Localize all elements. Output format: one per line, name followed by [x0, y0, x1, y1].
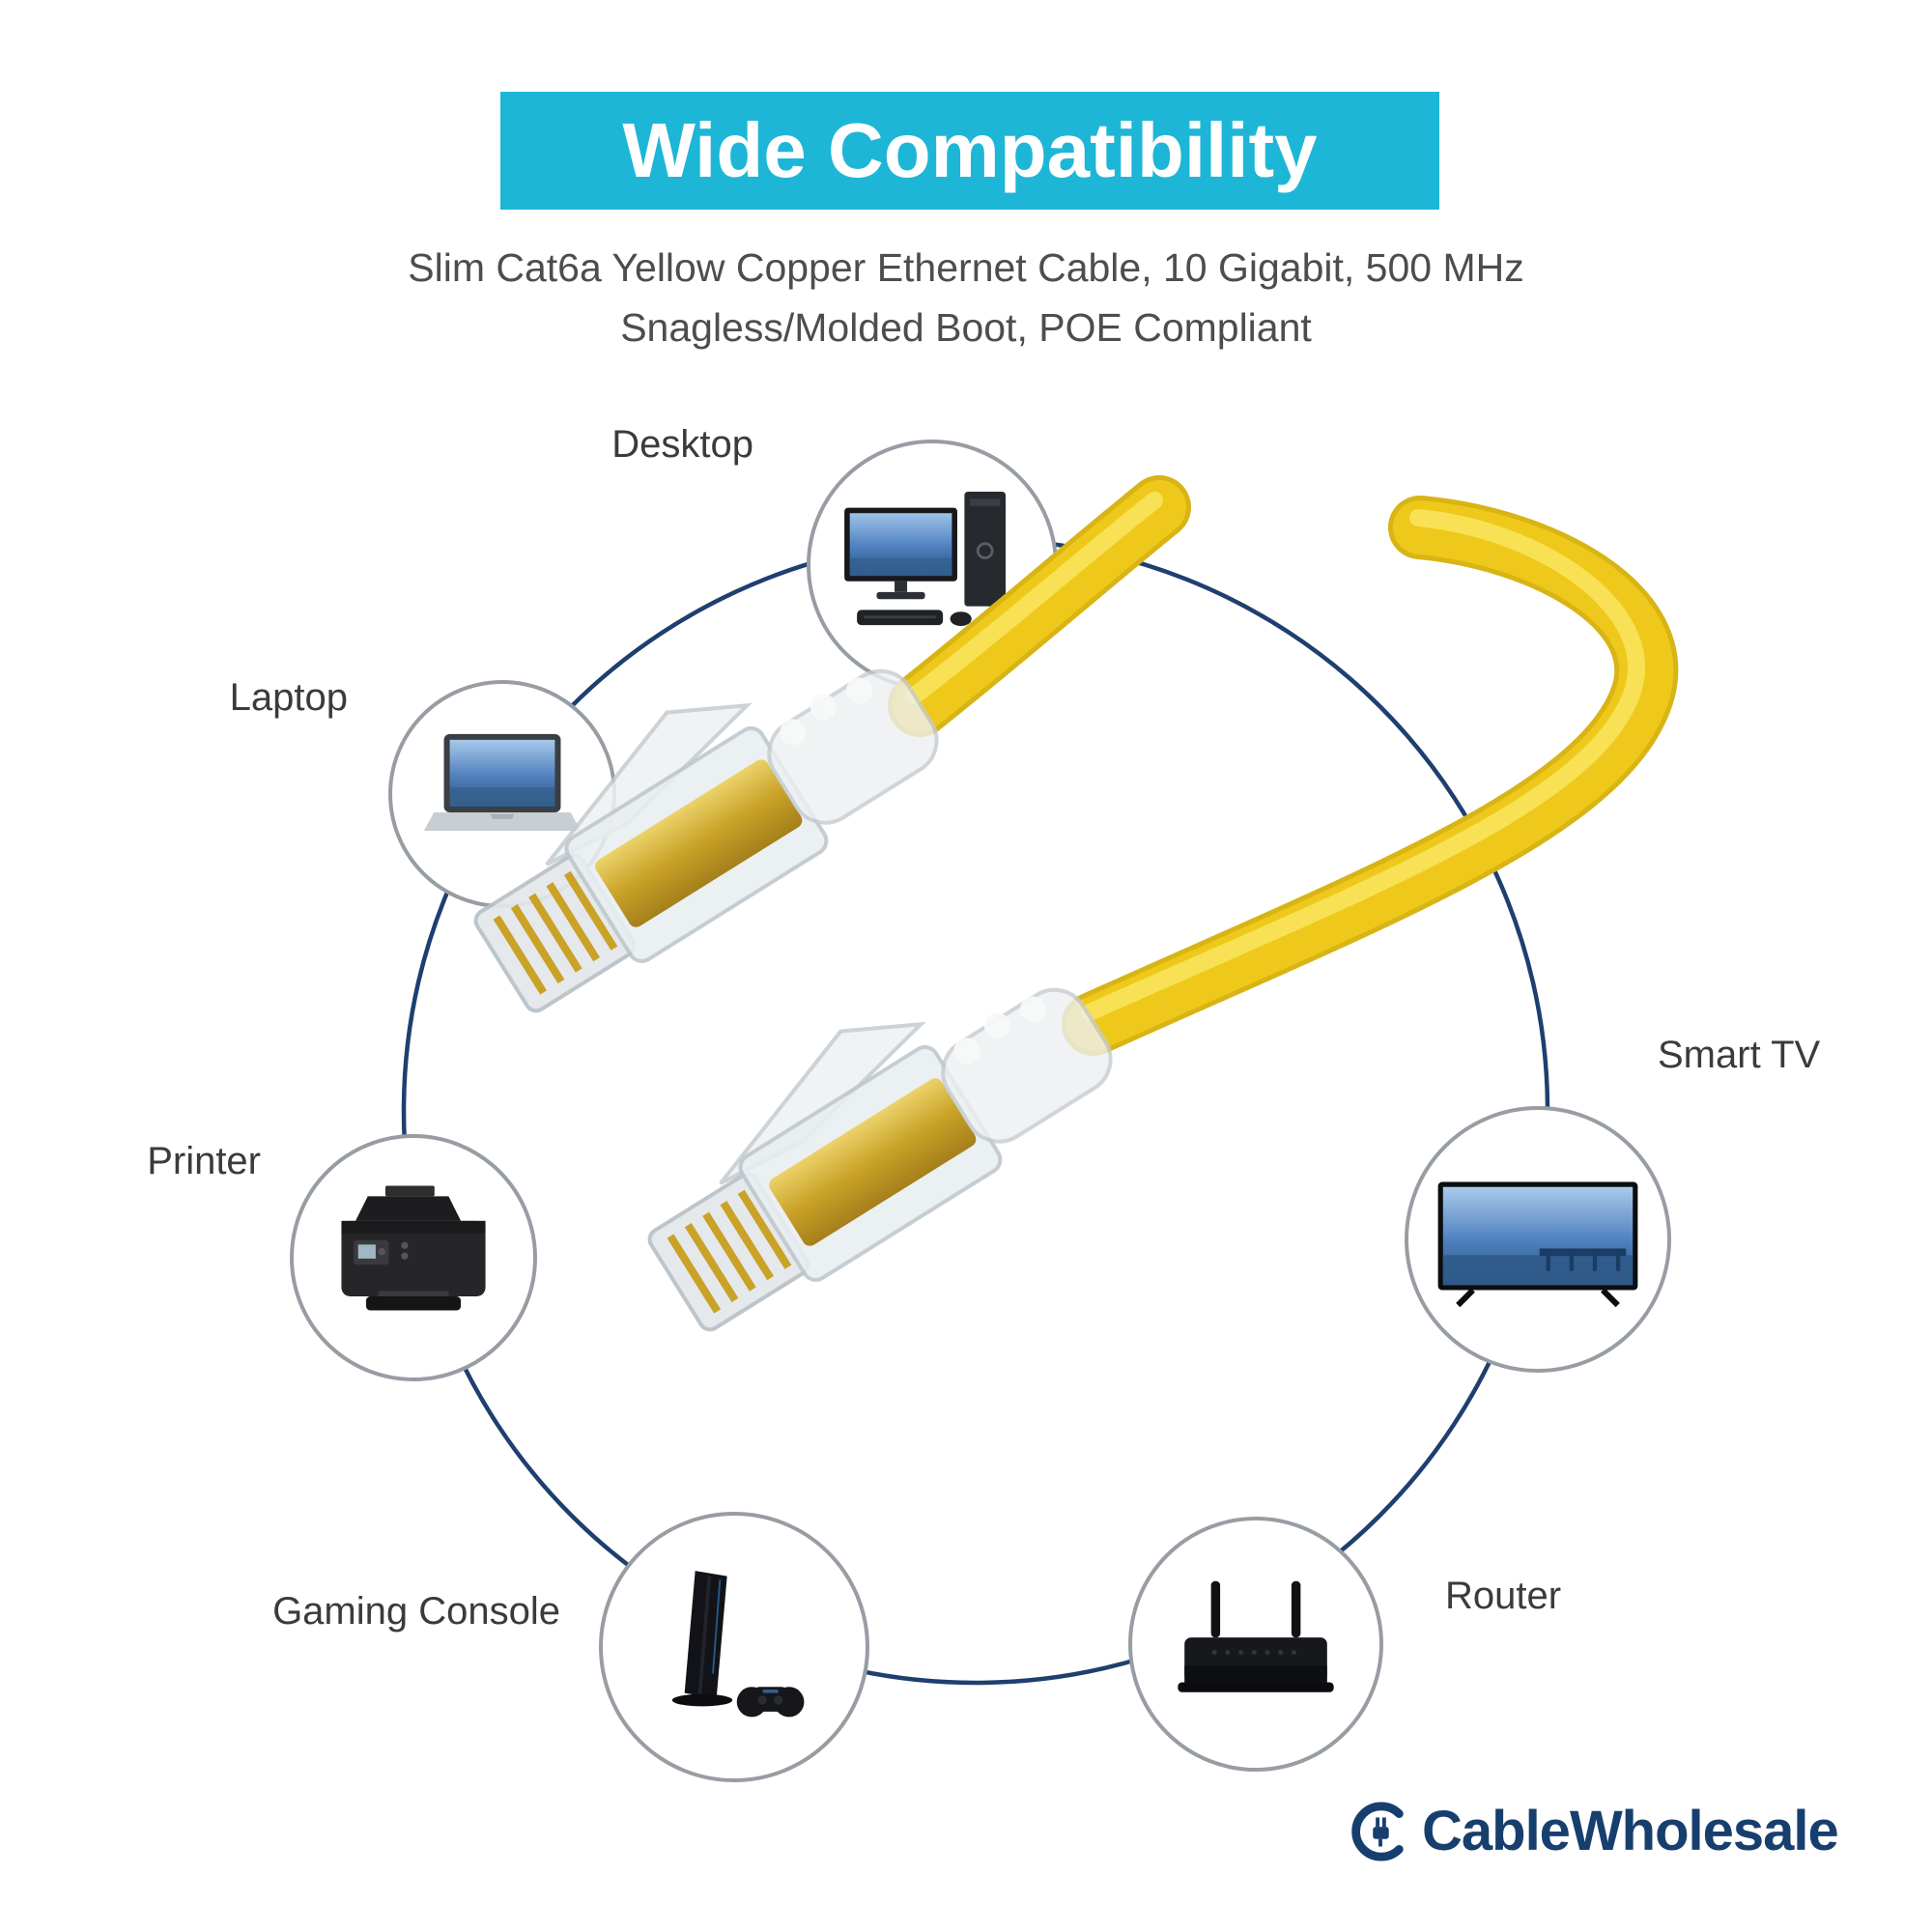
device-label-smart-tv: Smart TV — [1658, 1034, 1821, 1076]
smart-tv-icon — [1437, 1181, 1638, 1308]
printer-icon — [341, 1185, 486, 1311]
product-subtitle: Slim Cat6a Yellow Copper Ethernet Cable,… — [0, 238, 1932, 357]
device-label-router: Router — [1445, 1575, 1562, 1617]
device-label-desktop: Desktop — [611, 423, 753, 466]
subtitle-line-2: Snagless/Molded Boot, POE Compliant — [620, 305, 1312, 350]
gaming-console-icon — [671, 1571, 805, 1718]
device-circle-router — [1128, 1517, 1383, 1772]
brand-logo: CableWholesale — [1350, 1799, 1839, 1863]
laptop-icon — [423, 733, 582, 831]
device-label-printer: Printer — [147, 1140, 261, 1182]
device-circle-smart-tv — [1405, 1106, 1671, 1373]
subtitle-line-1: Slim Cat6a Yellow Copper Ethernet Cable,… — [408, 245, 1524, 290]
brand-logo-text: CableWholesale — [1422, 1800, 1839, 1862]
device-label-gaming-console: Gaming Console — [272, 1590, 560, 1633]
cablewholesale-plug-icon — [1351, 1801, 1404, 1861]
device-circle-gaming-console — [599, 1512, 869, 1782]
banner: Wide Compatibility — [500, 92, 1439, 210]
device-circle-desktop — [807, 440, 1058, 691]
page-title: Wide Compatibility — [622, 107, 1318, 193]
device-circle-laptop — [388, 680, 616, 908]
device-circle-printer — [290, 1134, 537, 1381]
device-label-laptop: Laptop — [229, 676, 348, 719]
desktop-computer-icon — [844, 491, 1007, 627]
router-icon — [1178, 1580, 1334, 1692]
